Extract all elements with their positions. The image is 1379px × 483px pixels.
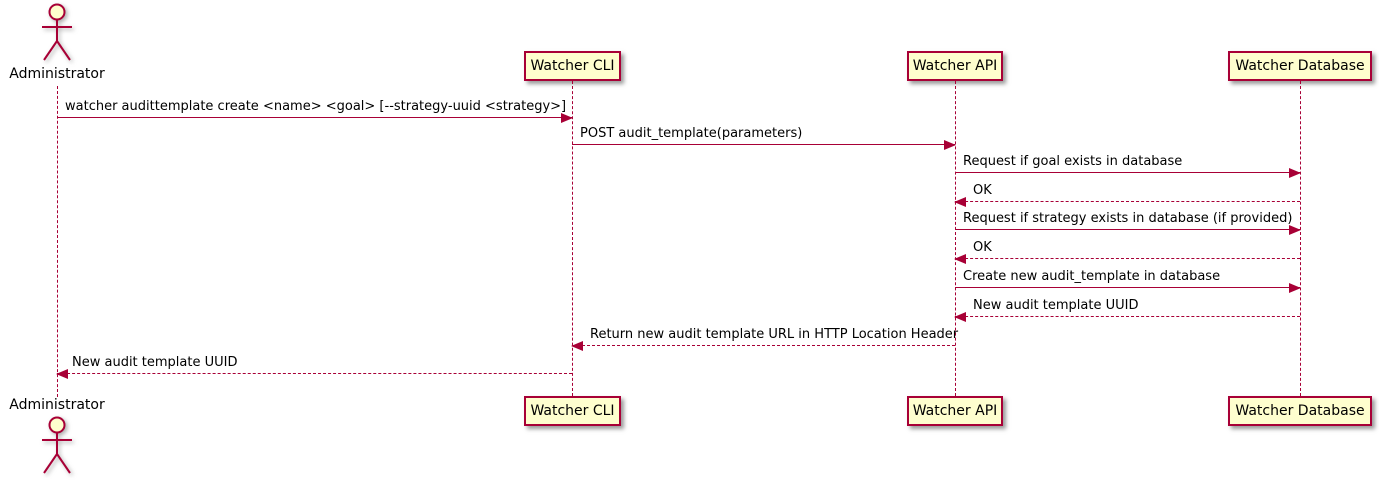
actor-administrator-label-bottom: Administrator [9,397,105,413]
arrowhead-right-icon [944,140,956,150]
arrowhead-left-icon [954,197,966,207]
message-label: OK [973,240,992,255]
participant-watcher-api-bottom: Watcher API [907,396,1003,426]
lifeline-watcher-database [1300,81,1301,396]
message-new-uuid-reply-admin: New audit template UUID [56,353,572,379]
actor-administrator-label-top: Administrator [9,66,105,82]
participant-watcher-api-top: Watcher API [907,51,1003,81]
message-return-url-reply: Return new audit template URL in HTTP Lo… [571,325,959,351]
message-label: Create new audit_template in database [963,269,1221,284]
message-line [955,287,1300,288]
message-line [572,345,955,346]
participant-watcher-database-top: Watcher Database [1228,51,1372,81]
message-strategy-ok-reply: OK [954,238,1300,264]
arrowhead-left-icon [571,341,583,351]
message-request-strategy-exists: Request if strategy exists in database (… [955,209,1301,235]
stick-figure-icon [42,416,72,474]
message-line [955,172,1300,173]
message-label: watcher audittemplate create <name> <goa… [65,99,567,114]
arrowhead-right-icon [1289,225,1301,235]
lifeline-watcher-cli [572,81,573,396]
arrowhead-right-icon [561,113,573,123]
message-label: New audit template UUID [973,298,1139,313]
arrowhead-left-icon [954,312,966,322]
message-label: OK [973,183,992,198]
arrowhead-left-icon [954,254,966,264]
arrowhead-left-icon [56,369,68,379]
arrowhead-right-icon [1289,168,1301,178]
message-request-goal-exists: Request if goal exists in database [955,152,1301,178]
message-line [955,229,1300,230]
message-create-audittemplate: watcher audittemplate create <name> <goa… [57,97,573,123]
message-label: Request if strategy exists in database (… [963,211,1293,226]
message-line [572,144,955,145]
stick-figure-icon [42,3,72,61]
participant-watcher-cli-bottom: Watcher CLI [524,396,621,426]
lifeline-administrator [57,86,58,397]
actor-administrator-figure-top [37,3,77,69]
arrowhead-right-icon [1289,283,1301,293]
message-label: New audit template UUID [72,355,238,370]
participant-watcher-database-bottom: Watcher Database [1228,396,1372,426]
message-label: Request if goal exists in database [963,154,1183,169]
message-line [57,373,572,374]
message-label: POST audit_template(parameters) [580,126,803,141]
message-line [955,201,1300,202]
message-post-audit-template: POST audit_template(parameters) [572,124,956,150]
actor-administrator-figure-bottom [37,414,77,483]
lifeline-watcher-api [955,81,956,396]
message-line [57,117,572,118]
message-line [955,316,1300,317]
participant-watcher-cli-top: Watcher CLI [524,51,621,81]
message-line [955,258,1300,259]
message-goal-ok-reply: OK [954,181,1300,207]
message-new-uuid-reply-db: New audit template UUID [954,296,1300,322]
message-label: Return new audit template URL in HTTP Lo… [590,327,959,342]
message-create-audit-template-db: Create new audit_template in database [955,267,1301,293]
